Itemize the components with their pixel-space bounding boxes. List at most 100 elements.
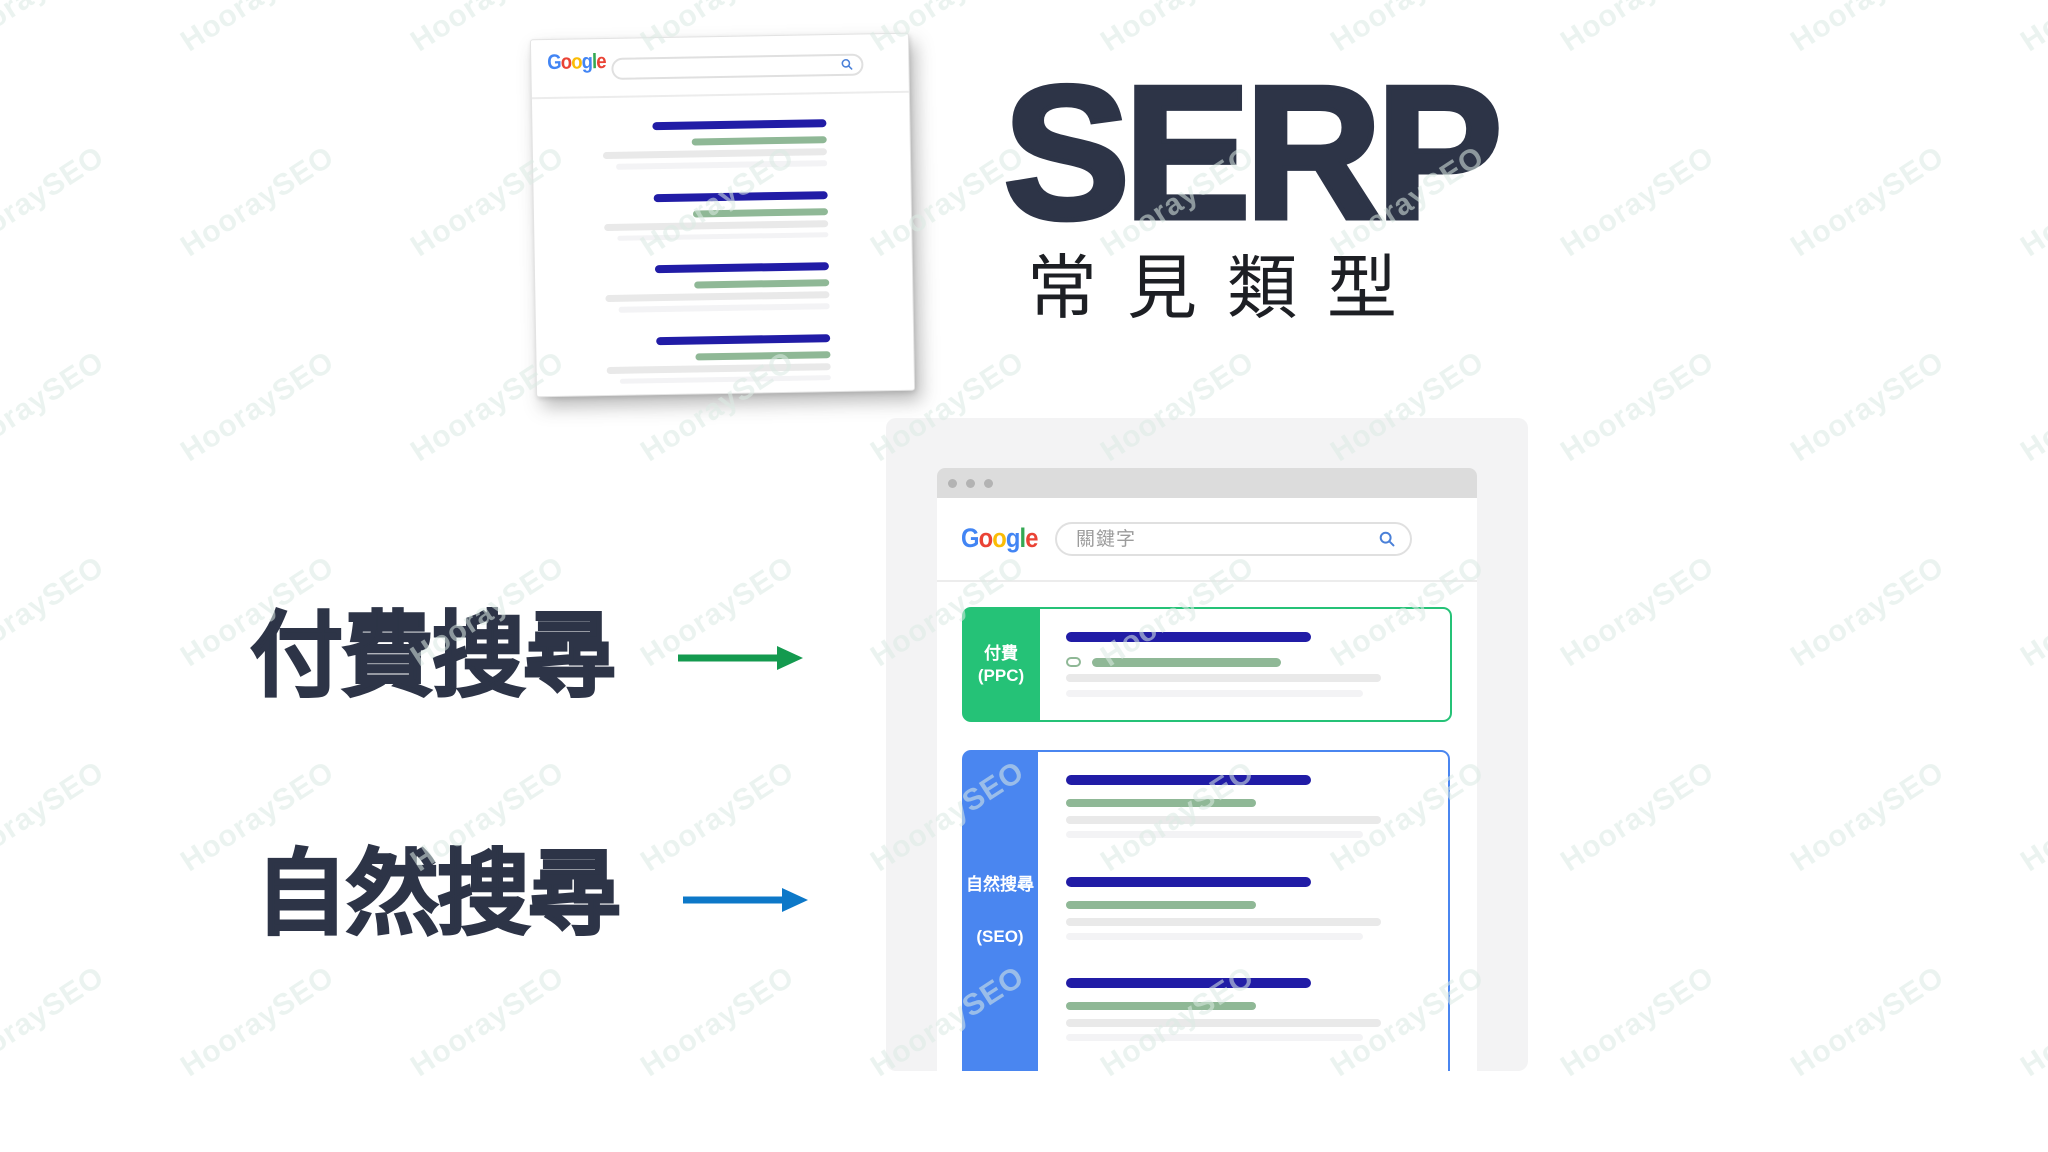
window-dot	[984, 478, 993, 488]
google-logo: Google	[961, 523, 1038, 554]
paid-results-box: 付費 (PPC)	[962, 607, 1452, 722]
search-input: 關鍵字	[1055, 522, 1412, 556]
result-url-bar	[695, 350, 831, 361]
search-icon	[841, 58, 853, 70]
watermark-text: HooraySEO	[1555, 0, 1721, 59]
result-url-bar	[692, 207, 829, 218]
organic-arrow-icon	[683, 888, 808, 912]
result-title-bar	[653, 190, 828, 202]
watermark-text: HooraySEO	[0, 754, 111, 879]
google-logo-letter: o	[992, 523, 1006, 553]
watermark-text: HooraySEO	[634, 959, 801, 1084]
result-desc-bar	[605, 291, 830, 303]
window-dot	[948, 478, 957, 488]
watermark-text: HooraySEO	[174, 959, 341, 1084]
search-input	[611, 53, 864, 80]
result-url-bar	[1066, 900, 1256, 909]
watermark-text: HooraySEO	[0, 549, 111, 674]
google-logo-letter: G	[961, 523, 979, 553]
result-desc-bar	[1066, 932, 1363, 940]
paid-box-label-line1: 付費	[984, 644, 1018, 663]
google-logo-letter: l	[1019, 523, 1027, 553]
watermark-text: HooraySEO	[175, 0, 341, 59]
result-url-bar	[1066, 1002, 1256, 1011]
watermark-text: HooraySEO	[2014, 959, 2048, 1084]
organic-box-label: 自然搜尋 (SEO)	[962, 874, 1038, 948]
serp-types-panel: Google 關鍵字 付費 (PPC) 自然搜尋	[886, 418, 1528, 1071]
watermark-text: HooraySEO	[0, 959, 111, 1084]
result-placeholder-list	[531, 34, 914, 397]
result-title-bar	[1066, 978, 1311, 989]
result-desc-bar	[616, 160, 828, 170]
watermark-text: HooraySEO	[0, 139, 111, 264]
watermark-text: HooraySEO	[2014, 139, 2048, 264]
watermark-text: HooraySEO	[1554, 754, 1721, 879]
google-logo-letter: o	[978, 523, 993, 553]
result-url-bar	[691, 136, 827, 146]
result-desc-bar	[606, 362, 831, 374]
result-title-bar	[652, 119, 827, 131]
mini-serp-card: Google	[529, 32, 916, 398]
watermark-text: HooraySEO	[1554, 344, 1721, 469]
ad-desc-bar	[1066, 674, 1381, 682]
watermark-text: HooraySEO	[1554, 959, 1721, 1084]
label-organic-search: 自然搜尋	[254, 842, 622, 946]
watermark-text: HooraySEO	[2014, 344, 2048, 469]
ad-title-bar	[1066, 632, 1311, 642]
page-subtitle: 常見類型	[1027, 249, 1427, 327]
watermark-text: HooraySEO	[0, 344, 111, 469]
google-logo-letter: g	[1005, 523, 1020, 553]
result-desc-bar	[1066, 831, 1363, 838]
organic-results-box: 自然搜尋 (SEO)	[962, 750, 1450, 1071]
watermark-text: HooraySEO	[2014, 549, 2048, 674]
browser-titlebar	[937, 468, 1477, 498]
paid-box-label: 付費 (PPC)	[962, 643, 1040, 687]
watermark-text: HooraySEO	[2014, 754, 2048, 879]
result-title-bar	[1066, 775, 1311, 785]
search-keyword-text: 關鍵字	[1076, 529, 1137, 550]
result-title-bar	[654, 262, 829, 274]
page-title: SERP	[1001, 47, 1505, 259]
result-title-bar	[1066, 876, 1311, 887]
ad-url-bar	[1092, 658, 1281, 667]
watermark-text: HooraySEO	[1784, 549, 1951, 674]
ad-badge	[1066, 657, 1081, 667]
result-desc-bar	[618, 303, 830, 313]
result-url-bar	[694, 279, 830, 289]
paid-result-placeholder	[1040, 609, 1450, 720]
watermark-text: HooraySEO	[634, 754, 801, 879]
google-logo-letter: e	[1025, 523, 1038, 553]
window-dot	[966, 478, 975, 488]
result-desc-bar	[1066, 917, 1381, 926]
watermark-text: HooraySEO	[1784, 959, 1951, 1084]
paid-arrow-icon	[678, 646, 803, 670]
result-desc-bar	[617, 231, 829, 241]
result-url-bar	[1066, 799, 1256, 807]
watermark-text: HooraySEO	[404, 959, 571, 1084]
organic-result-placeholders	[1038, 752, 1448, 1071]
watermark-text: HooraySEO	[1785, 0, 1951, 59]
label-paid-search: 付費搜尋	[249, 604, 617, 708]
watermark-text: HooraySEO	[2015, 0, 2048, 59]
result-desc-bar	[619, 374, 831, 385]
divider	[937, 580, 1477, 582]
watermark-text: HooraySEO	[1784, 344, 1951, 469]
watermark-text: HooraySEO	[174, 139, 341, 264]
watermark-text: HooraySEO	[0, 0, 111, 59]
organic-box-label-line1: 自然搜尋	[966, 875, 1034, 894]
search-icon	[1379, 531, 1395, 547]
result-desc-bar	[1066, 1019, 1381, 1028]
browser-window: Google 關鍵字 付費 (PPC) 自然搜尋	[937, 468, 1477, 1071]
result-desc-bar	[602, 148, 827, 160]
paid-box-label-line2: (PPC)	[977, 666, 1025, 685]
result-title-bar	[656, 333, 831, 345]
organic-box-label-line2: (SEO)	[976, 927, 1024, 946]
watermark-text: HooraySEO	[174, 344, 341, 469]
result-desc-bar	[604, 219, 829, 231]
result-desc-bar	[1066, 816, 1381, 824]
result-desc-bar	[1066, 1034, 1363, 1042]
watermark-text: HooraySEO	[1554, 139, 1721, 264]
watermark-text: HooraySEO	[1784, 139, 1951, 264]
watermark-text: HooraySEO	[1554, 549, 1721, 674]
